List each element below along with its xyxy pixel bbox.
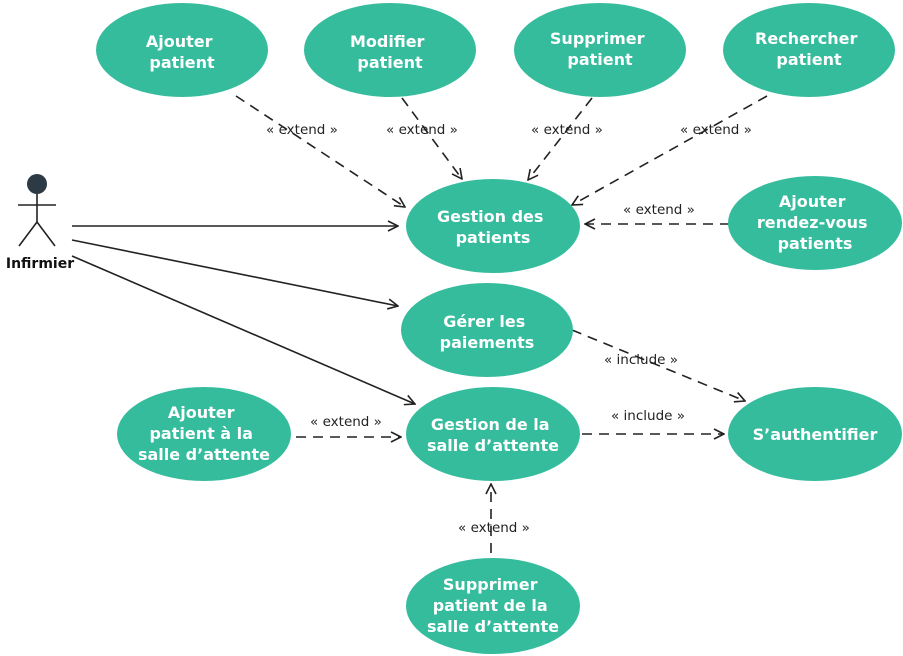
svg-text:Modifier patient: Modifier patient <box>350 32 430 72</box>
actor-head <box>27 174 47 194</box>
extend-label-ajouter-patient: « extend » <box>266 122 338 138</box>
extend-label-supprimer-patient: « extend » <box>531 122 603 138</box>
include-label-gerer-paiements: « include » <box>604 352 678 368</box>
use-case-label-line: Supprimer <box>550 29 645 48</box>
use-case-shape <box>406 179 580 273</box>
use-case-label-line: patient <box>357 53 423 72</box>
use-case-label-line: Ajouter <box>779 192 846 211</box>
use-case-label-line: salle d’attente <box>427 436 559 455</box>
use-case-authentifier: S’authentifier <box>728 387 902 481</box>
use-case-shape <box>96 3 268 97</box>
svg-text:Supprimer patient: Supprimer patient <box>550 29 650 69</box>
extend-label-ajouter-salle: « extend » <box>310 414 382 430</box>
association-gerer-paiements <box>71 239 398 306</box>
use-case-shape <box>401 283 573 377</box>
use-case-shape <box>304 3 476 97</box>
include-label-gestion-salle: « include » <box>611 408 685 424</box>
use-case-label-line: patient <box>567 50 633 69</box>
use-case-shape <box>406 558 580 654</box>
use-case-shape <box>728 176 902 270</box>
extend-label-modifier-patient: « extend » <box>386 122 458 138</box>
svg-text:Ajouter rendez-vous: Ajouter rendez-vous patients <box>757 192 873 253</box>
actor-left-leg <box>18 221 38 247</box>
association-gestion-salle <box>71 255 415 404</box>
use-case-ajouter-rdv: Ajouter rendez-vous patients <box>728 176 902 270</box>
extend-label-ajouter-rdv: « extend » <box>623 202 695 218</box>
use-case-shape <box>117 387 291 481</box>
actor-infirmier: Infirmier <box>6 174 74 272</box>
svg-text:Rechercher patient: Rechercher patient <box>755 29 863 69</box>
svg-text:Gestion de la salle d’at: Gestion de la salle d’attente <box>427 415 559 455</box>
extend-ajouter-patient <box>235 95 405 207</box>
use-case-label-line: Ajouter <box>168 403 235 422</box>
use-case-label-line: Modifier <box>350 32 425 51</box>
dependencies <box>235 95 768 553</box>
svg-text:Ajouter patient à la: Ajouter patient à la salle d’attente <box>138 403 270 464</box>
use-case-label-line: patients <box>778 234 853 253</box>
svg-text:Gérer les paiements: Gérer les paiements <box>440 312 535 352</box>
use-case-label-line: patient à la <box>149 424 253 443</box>
use-case-label-line: paiements <box>440 333 535 352</box>
include-gerer-paiements <box>571 329 745 401</box>
extend-label-supprimer-salle: « extend » <box>458 520 530 536</box>
use-case-label-line: salle d’attente <box>427 617 559 636</box>
extend-supprimer-patient <box>528 97 593 180</box>
use-case-shape <box>723 3 895 97</box>
svg-text:Supprimer patient de la: Supprimer patient de la salle d’attente <box>427 575 559 636</box>
extend-label-rechercher-patient: « extend » <box>680 122 752 138</box>
use-case-ajouter-patient: Ajouter patient <box>96 3 268 97</box>
use-case-gerer-paiements: Gérer les paiements <box>401 283 573 377</box>
use-case-label-line: Gérer les <box>443 312 525 331</box>
relation-labels: « extend » « extend » « extend » « exten… <box>266 122 752 536</box>
use-case-shape <box>728 387 902 481</box>
use-case-label-line: S’authentifier <box>753 425 878 444</box>
actor-label: Infirmier <box>6 256 74 272</box>
use-case-label-line: salle d’attente <box>138 445 270 464</box>
use-case-label-line: Supprimer <box>443 575 538 594</box>
use-case-rechercher-patient: Rechercher patient <box>723 3 895 97</box>
use-case-label-line: patient <box>776 50 842 69</box>
use-case-label-line: rendez-vous <box>757 213 868 232</box>
use-case-modifier-patient: Modifier patient <box>304 3 476 97</box>
use-case-gestion-salle: Gestion de la salle d’attente <box>406 387 580 481</box>
use-case-label-line: patient <box>149 53 215 72</box>
extend-modifier-patient <box>401 97 462 179</box>
svg-text:Ajouter patient: Ajouter patient <box>146 32 218 72</box>
extend-rechercher-patient <box>572 95 768 205</box>
use-case-gestion-patients: Gestion des patients <box>406 179 580 273</box>
use-case-shape <box>406 387 580 481</box>
use-case-label-line: Gestion de la <box>431 415 550 434</box>
use-case-shape <box>514 3 686 97</box>
actor-right-leg <box>36 221 56 247</box>
use-case-label-line: patients <box>456 228 531 247</box>
use-case-ajouter-salle: Ajouter patient à la salle d’attente <box>117 387 291 481</box>
use-case-label-line: Ajouter <box>146 32 213 51</box>
use-case-label-line: Gestion des <box>437 207 543 226</box>
use-case-label-line: patient de la <box>433 596 548 615</box>
associations <box>71 226 415 404</box>
svg-text:Gestion des patients: Gestion des patients <box>437 207 549 247</box>
use-case-supprimer-salle: Supprimer patient de la salle d’attente <box>406 558 580 654</box>
use-case-label-line: Rechercher <box>755 29 858 48</box>
use-case-supprimer-patient: Supprimer patient <box>514 3 686 97</box>
